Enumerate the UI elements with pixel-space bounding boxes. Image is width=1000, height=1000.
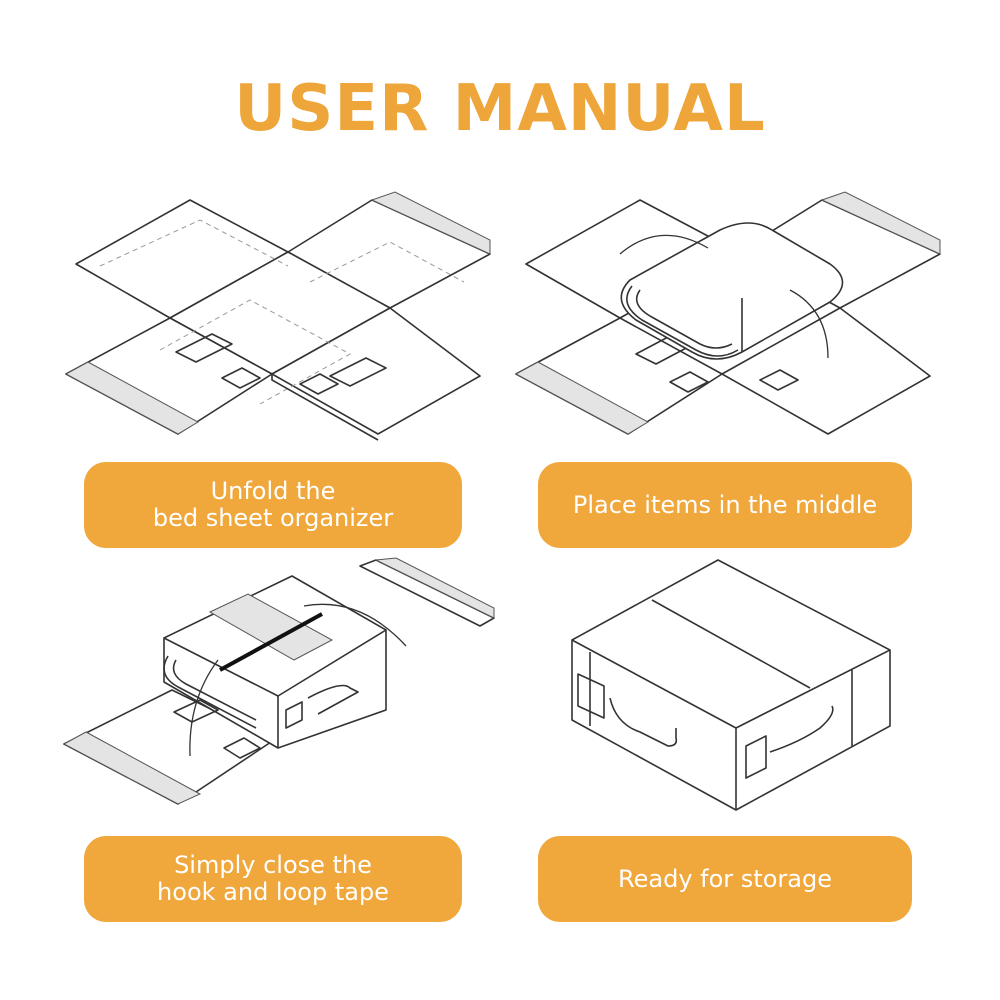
- closing-tape-illustration: [62, 557, 495, 805]
- step-3-line-1: Simply close the: [174, 851, 372, 879]
- page-title: USER MANUAL: [234, 72, 766, 146]
- step-2-line-1: Place items in the middle: [572, 490, 878, 519]
- folded-items-illustration: [514, 191, 941, 435]
- step-1-line-2: bed sheet organizer: [152, 504, 394, 532]
- step-4-line-1: Ready for storage: [618, 864, 832, 893]
- unfolded-organizer-illustration: [64, 191, 491, 441]
- step-3-label: Simply close the hook and loop tape: [84, 836, 462, 922]
- step-4-label: Ready for storage: [538, 836, 912, 922]
- storage-box-illustration: [571, 559, 891, 811]
- step-3-line-2: hook and loop tape: [157, 878, 389, 906]
- step-1-label: Unfold the bed sheet organizer: [84, 462, 462, 548]
- step-2-label: Place items in the middle: [538, 462, 912, 548]
- step-1-line-1: Unfold the: [210, 477, 336, 505]
